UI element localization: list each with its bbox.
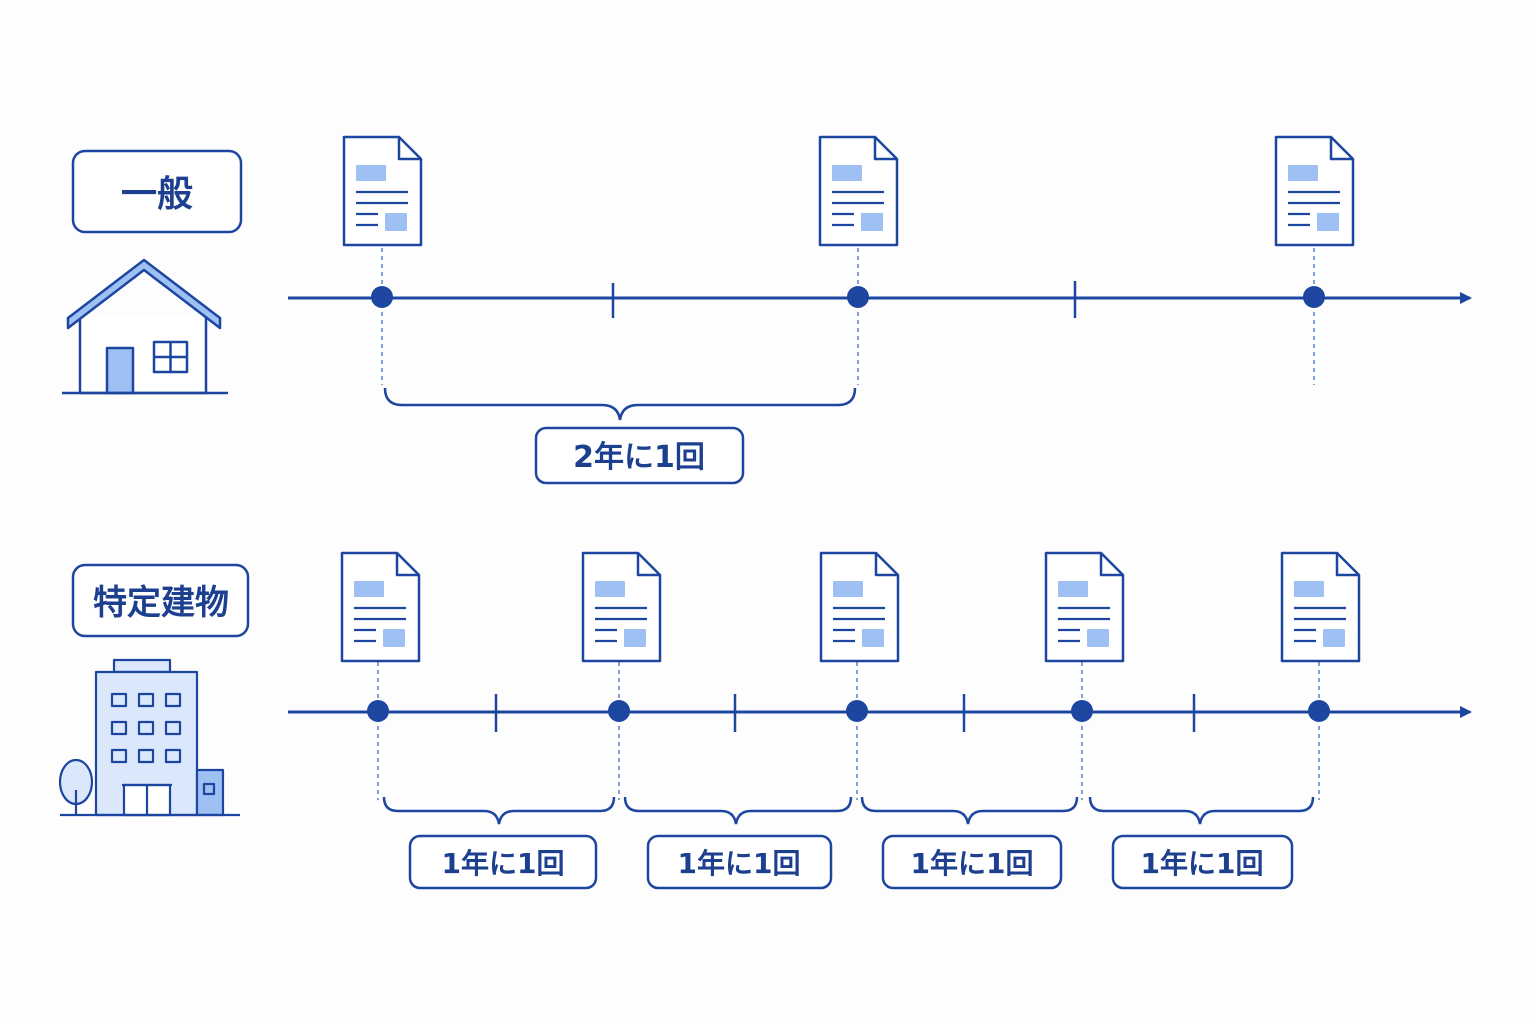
general-row: 一般 2年に1回	[62, 135, 1472, 485]
general-interval-brace	[383, 387, 857, 421]
general-report-document-icon	[342, 135, 423, 247]
specific-interval-label: 1年に1回	[911, 847, 1034, 880]
specific-interval-label: 1年に1回	[442, 847, 565, 880]
house-icon	[62, 258, 228, 395]
specific-label-box: 特定建物	[71, 563, 250, 638]
specific-interval-brace	[623, 796, 853, 825]
general-inspection-point	[371, 286, 393, 308]
specific-interval-brace	[860, 796, 1079, 825]
specific-interval-brace	[382, 796, 616, 825]
specific-report-document-icon	[340, 551, 421, 663]
specific-report-document-icon	[581, 551, 662, 663]
specific-label: 特定建物	[93, 583, 229, 623]
specific-report-document-icon	[819, 551, 900, 663]
specific-inspection-point	[846, 700, 868, 722]
specific-report-document-icon	[1044, 551, 1125, 663]
general-inspection-point	[847, 286, 869, 308]
specific-interval-label-box: 1年に1回	[881, 834, 1063, 890]
specific-inspection-point	[367, 700, 389, 722]
specific-interval-label-box: 1年に1回	[1111, 834, 1294, 890]
specific-report-document-icon	[1280, 551, 1361, 663]
specific-inspection-point	[1071, 700, 1093, 722]
specific-inspection-point	[1308, 700, 1330, 722]
specific-interval-label: 1年に1回	[1141, 847, 1264, 880]
general-report-document-icon	[818, 135, 899, 247]
specific-row: 特定建物	[58, 551, 1472, 890]
general-interval-label: 2年に1回	[573, 440, 705, 475]
specific-interval-label-box: 1年に1回	[646, 834, 833, 890]
general-interval-label-box: 2年に1回	[534, 426, 745, 485]
specific-inspection-point	[608, 700, 630, 722]
specific-interval-label: 1年に1回	[678, 847, 801, 880]
general-label-box: 一般	[71, 149, 243, 234]
office-building-icon	[58, 658, 240, 817]
specific-interval-brace	[1088, 796, 1315, 825]
general-label: 一般	[121, 174, 193, 215]
general-inspection-point	[1303, 286, 1325, 308]
specific-interval-label-box: 1年に1回	[408, 834, 598, 890]
general-report-document-icon	[1274, 135, 1355, 247]
